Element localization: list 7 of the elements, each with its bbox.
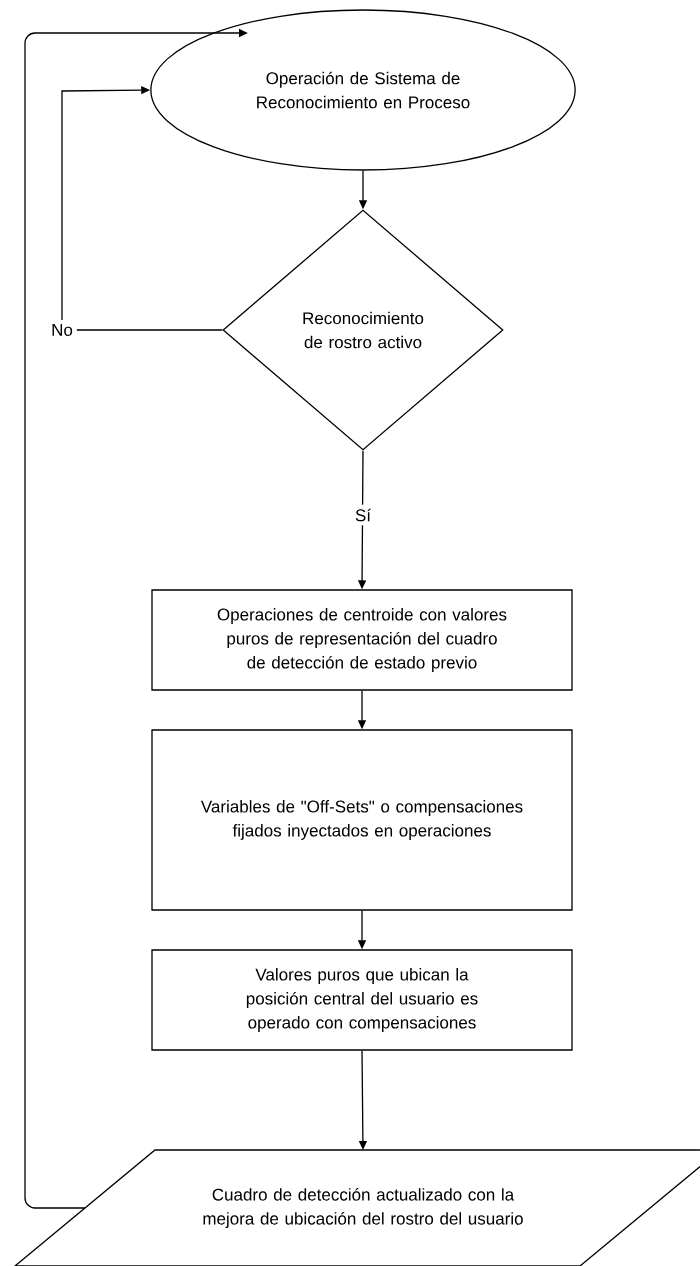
edge-label: No — [47, 320, 77, 340]
process-box: Valores puros que ubican la posición central del usuario es operado con compensaciones — [151, 949, 573, 1051]
edge-label: Sí — [350, 504, 376, 526]
process-box: Variables de "Off-Sets" o compensaciones fijados inyectados en operaciones — [151, 729, 573, 911]
arrow — [24, 28, 248, 1209]
process-box: Operaciones de centroide con valores puros de representación del cuadro de detección de estado previo — [151, 589, 573, 691]
arrow — [61, 85, 223, 331]
